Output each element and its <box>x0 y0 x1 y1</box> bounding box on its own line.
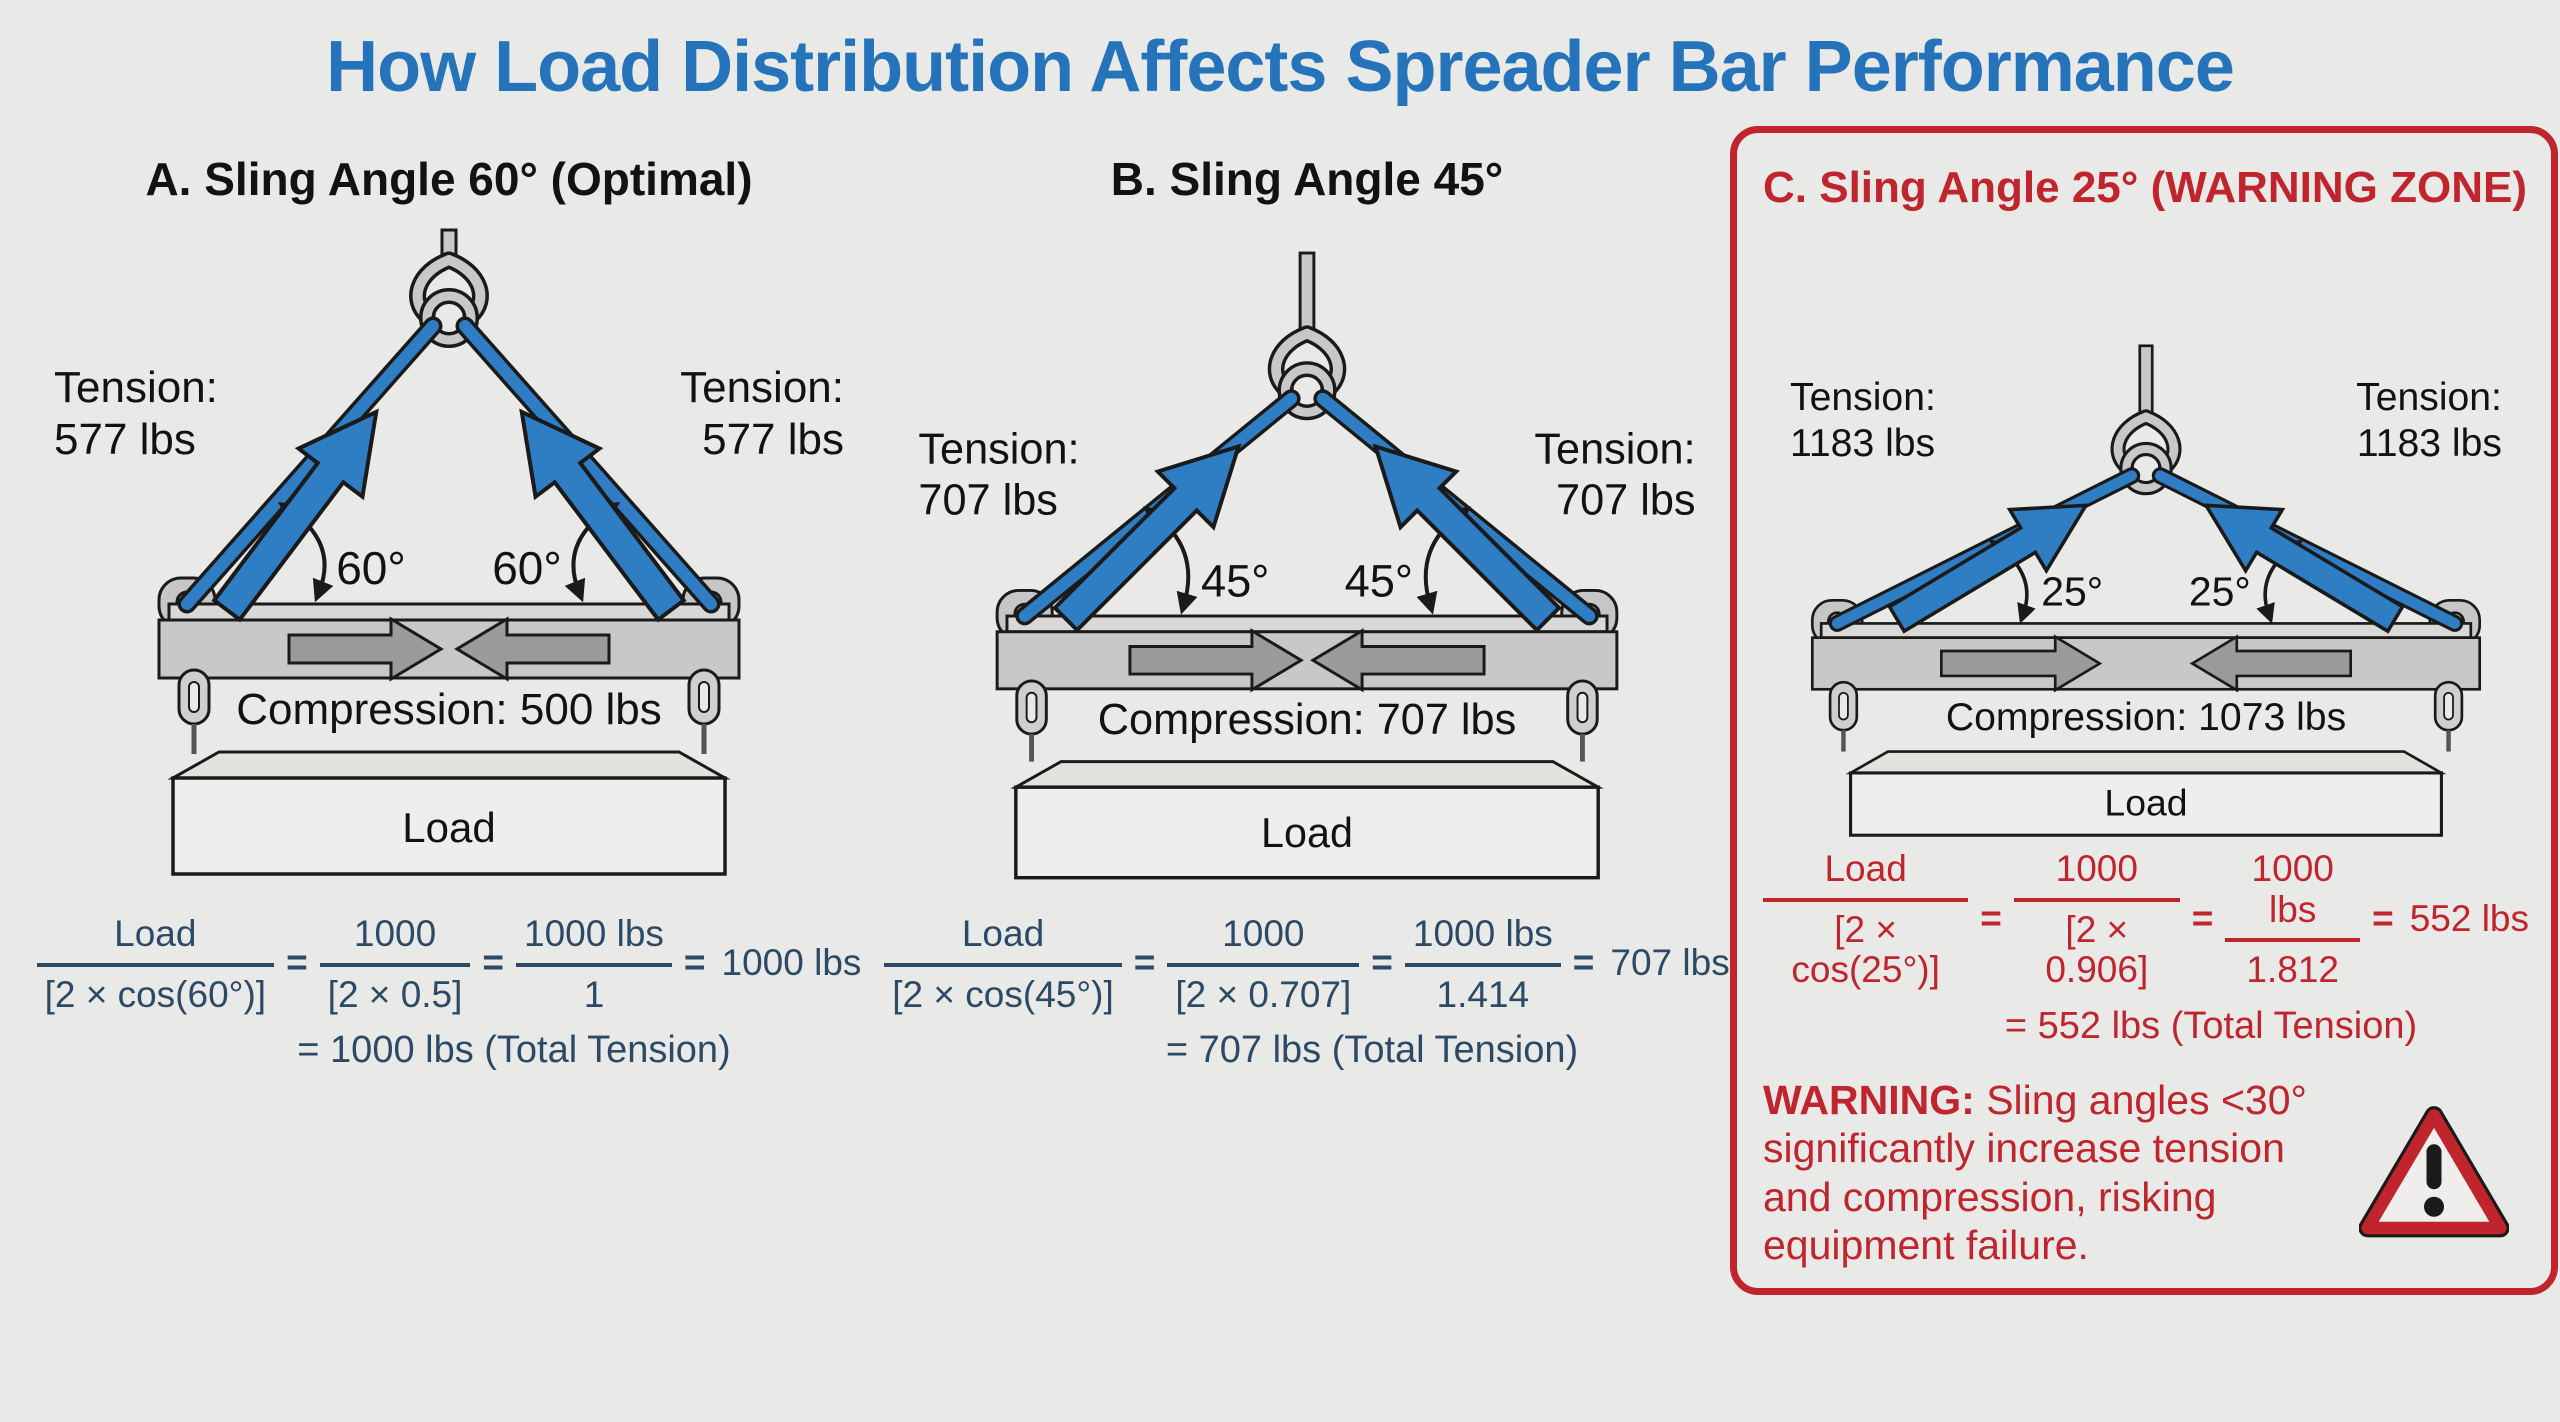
panel-a-heading: A. Sling Angle 60° (Optimal) <box>145 153 753 205</box>
shackle-left <box>1015 679 1048 762</box>
angle-label-left: 45° <box>1201 555 1269 606</box>
warning-block: WARNING: Sling angles <30° significantly… <box>1763 1076 2529 1270</box>
panel-c-formula: Load[2 × cos(25°)] = 1000[2 × 0.906] = 1… <box>1763 847 2529 1048</box>
panel-a: A. Sling Angle 60° (Optimal) <box>14 112 884 1072</box>
angle-label-right: 60° <box>492 542 562 594</box>
equals-sign: = <box>1371 942 1393 984</box>
angle-label-right: 45° <box>1345 555 1413 606</box>
compression-arrow-left <box>1939 634 2103 693</box>
hook-icon <box>1267 251 1347 421</box>
equals-sign: = <box>2191 897 2214 939</box>
panels-row: A. Sling Angle 60° (Optimal) <box>0 112 2560 1295</box>
formula-result: 1000 lbs <box>721 942 862 984</box>
panel-a-formula: Load[2 × cos(60°)] = 1000[2 × 0.5] = 100… <box>14 912 884 1072</box>
equals-sign: = <box>2372 897 2394 939</box>
tension-arrow-left <box>1887 503 2090 634</box>
panel-b: B. Sling Angle 45° <box>884 112 1730 1072</box>
sling-left <box>177 316 443 614</box>
tension-label-left: Tension: <box>54 363 218 412</box>
equals-sign: = <box>482 942 505 984</box>
panel-b-heading: B. Sling Angle 45° <box>1110 153 1504 205</box>
warning-triangle-icon <box>2359 1105 2509 1238</box>
fraction: 1000[2 × 0.707] <box>1167 912 1360 1015</box>
warning-text: WARNING: Sling angles <30° significantly… <box>1763 1076 2345 1270</box>
compression-arrow-left <box>287 616 444 682</box>
shackle-left <box>177 668 211 754</box>
shackle-right <box>2433 680 2464 752</box>
tension-label-left: Tension: <box>1790 376 1936 419</box>
tension-value-left: 1183 lbs <box>1790 422 1935 465</box>
angle-label-right: 25° <box>2189 569 2251 615</box>
warning-message: Sling angles <30° significantly increase… <box>1763 1077 2307 1269</box>
formula-total: = 552 lbs (Total Tension) <box>2004 1005 2418 1048</box>
sling-right <box>455 316 721 614</box>
tension-value-left: 577 lbs <box>54 415 196 464</box>
compression-arrow-right <box>454 616 611 682</box>
load-label: Load <box>2104 782 2187 824</box>
page-title: How Load Distribution Affects Spreader B… <box>326 27 2235 107</box>
compression-arrow-right <box>2189 634 2353 693</box>
panel-c-heading: C. Sling Angle 25° (WARNING ZONE) <box>1763 163 2527 212</box>
tension-value-right: 707 lbs <box>1556 477 1696 525</box>
formula-result: 707 lbs <box>1610 942 1730 984</box>
tension-label-right: Tension: <box>1534 426 1695 474</box>
tension-label-right: Tension: <box>2356 376 2502 419</box>
fraction: 1000[2 × 0.5] <box>319 912 471 1015</box>
compression-label: Compression: 707 lbs <box>1098 696 1516 744</box>
tension-arrow-right <box>519 408 687 623</box>
panel-b-diagram: 45° 45° Tension: 707 lbs Tension: 707 lb… <box>918 251 1696 880</box>
shackle-right <box>687 668 721 754</box>
panel-c-diagram: 25° 25° Tension: 1183 lbs Tension: 1183 … <box>1790 344 2502 837</box>
fraction: 1000[2 × 0.906] <box>2013 847 2180 991</box>
load-box: Load <box>1845 750 2447 837</box>
formula-result: 552 lbs <box>2409 897 2529 939</box>
fraction: Load[2 × cos(60°)] <box>36 912 275 1015</box>
angle-label-left: 60° <box>336 542 406 594</box>
tension-value-right: 1183 lbs <box>2357 422 2502 465</box>
compression-label: Compression: 500 lbs <box>236 685 662 734</box>
equals-sign: = <box>1572 942 1595 984</box>
compression-label: Compression: 1073 lbs <box>1946 696 2346 739</box>
load-box: Load <box>167 750 731 876</box>
spreader-bar <box>157 576 741 680</box>
equals-sign: = <box>286 942 308 984</box>
equals-sign: = <box>683 942 706 984</box>
fraction: Load[2 × cos(25°)] <box>1763 847 1969 991</box>
panel-a-diagram: 60° 60° Tension: 577 lbs Tension: 577 lb… <box>54 228 844 876</box>
shackle-right <box>1566 679 1599 762</box>
compression-arrow-left <box>1128 628 1304 693</box>
hook-icon <box>2110 344 2182 496</box>
compression-arrow-right <box>1310 628 1486 693</box>
tension-arrow-left <box>211 408 379 623</box>
warning-label: WARNING: <box>1763 1077 1975 1124</box>
panel-c-warning-box: C. Sling Angle 25° (WARNING ZONE) <box>1730 126 2558 1295</box>
hook-icon <box>409 228 489 348</box>
load-box: Load <box>1010 760 1604 880</box>
tension-label-right: Tension: <box>680 363 844 412</box>
tension-arrow-left <box>1052 443 1242 633</box>
equals-sign: = <box>1133 942 1156 984</box>
panel-b-formula: Load[2 × cos(45°)] = 1000[2 × 0.707] = 1… <box>884 912 1730 1072</box>
tension-label-left: Tension: <box>918 426 1079 474</box>
shackle-left <box>1828 680 1859 752</box>
load-label: Load <box>402 804 495 851</box>
tension-arrow-right <box>2202 503 2405 634</box>
angle-label-left: 25° <box>2041 569 2103 615</box>
load-label: Load <box>1261 810 1353 856</box>
fraction: Load[2 × cos(45°)] <box>884 912 1122 1015</box>
tension-value-left: 707 lbs <box>918 477 1058 525</box>
equals-sign: = <box>1980 897 2002 939</box>
formula-total: = 707 lbs (Total Tension) <box>1165 1029 1579 1072</box>
tension-value-right: 577 lbs <box>702 415 844 464</box>
formula-total: = 1000 lbs (Total Tension) <box>297 1029 731 1072</box>
tension-arrow-right <box>1372 443 1562 633</box>
